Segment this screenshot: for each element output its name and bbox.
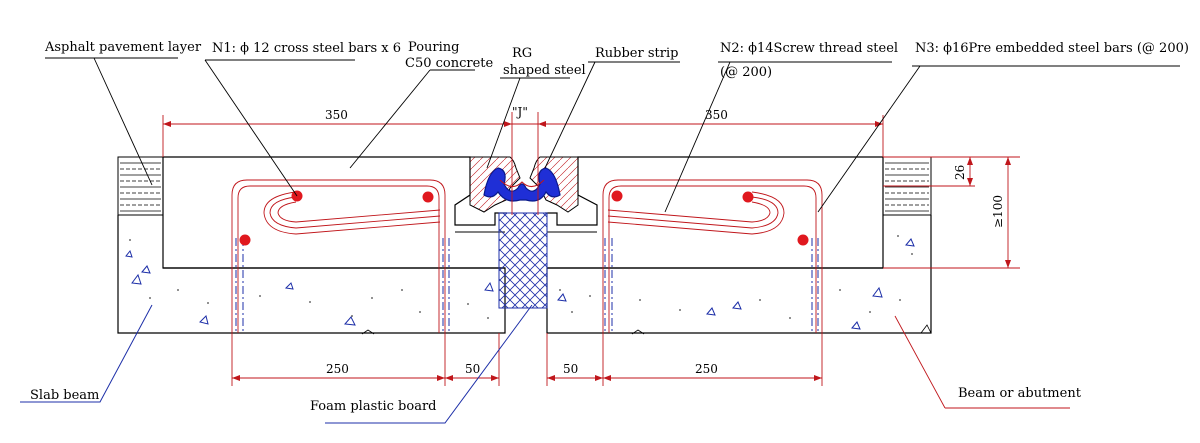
label-foam-plastic-board: Foam plastic board xyxy=(310,399,436,414)
label-rubber-strip: Rubber strip xyxy=(595,46,678,61)
label-beam-or-abutment: Beam or abutment xyxy=(958,386,1082,401)
dim-left-250: 250 xyxy=(326,362,349,376)
leader-lines xyxy=(45,57,1180,409)
dimension-lines xyxy=(162,112,1020,386)
label-slab-beam: Slab beam xyxy=(30,388,99,403)
label-rg: RG xyxy=(512,46,532,61)
dim-right-50: 50 xyxy=(563,362,578,376)
n1-cross-steel-bars xyxy=(239,190,809,246)
rubber-strip xyxy=(483,167,561,202)
foam-plastic-board xyxy=(498,212,548,309)
dim-left-350: 350 xyxy=(325,108,348,122)
dim-left-50: 50 xyxy=(465,362,480,376)
dim-right-250: 250 xyxy=(695,362,718,376)
asphalt-block-left xyxy=(117,156,164,216)
dimension-arrows xyxy=(163,121,1011,381)
n2-screw-thread-steel-left xyxy=(231,179,446,333)
label-pouring: Pouring xyxy=(408,40,460,55)
label-n3-pre-embedded-bars: N3: ϕ16Pre embedded steel bars (@ 200) xyxy=(915,41,1189,56)
leader-lines-blue xyxy=(20,304,533,424)
label-asphalt-pavement-layer: Asphalt pavement layer xyxy=(44,40,202,55)
dim-depth-26: 26 xyxy=(953,165,967,180)
label-n2-screw-thread-steel: N2: ϕ14Screw thread steel xyxy=(720,41,898,56)
dim-right-350: 350 xyxy=(705,108,728,122)
concrete-aggregate xyxy=(125,238,915,330)
label-n2-spacing: (@ 200) xyxy=(720,65,772,80)
label-n1-cross-steel-bars: N1: ϕ 12 cross steel bars x 6 xyxy=(212,41,401,56)
dim-depth-100: ≥100 xyxy=(991,195,1005,228)
label-shaped-steel: shaped steel xyxy=(503,63,586,78)
break-marks xyxy=(361,324,932,335)
concrete-speckles xyxy=(129,235,913,319)
n2-screw-thread-steel-right xyxy=(602,179,823,333)
dim-gap-j: "J" xyxy=(512,105,528,119)
label-c50-concrete: C50 concrete xyxy=(405,56,494,71)
